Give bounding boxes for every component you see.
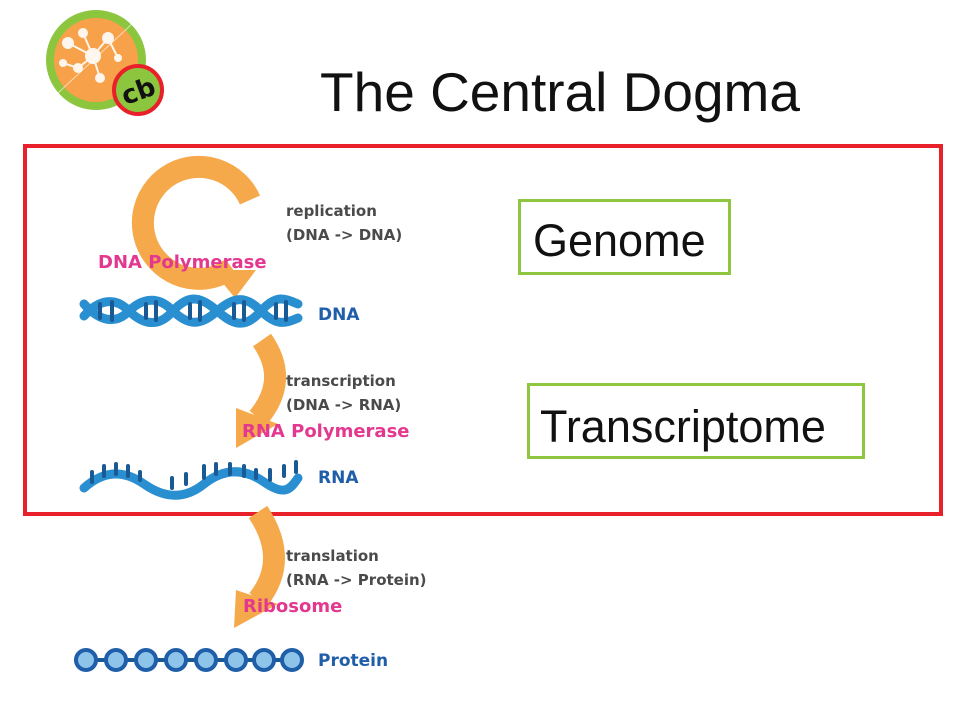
translation-arrow-icon xyxy=(234,505,285,628)
transcription-direction: (DNA -> RNA) xyxy=(286,396,401,414)
dna-polymerase-label: DNA Polymerase xyxy=(98,252,267,273)
replication-direction: (DNA -> DNA) xyxy=(286,226,402,244)
transcription-arrow-icon xyxy=(236,333,286,448)
rna-label: RNA xyxy=(318,468,359,488)
slide-title: The Central Dogma xyxy=(320,61,800,123)
rna-polymerase-label: RNA Polymerase xyxy=(242,421,410,442)
dna-helix-icon xyxy=(79,294,303,328)
translation-label: translation xyxy=(286,547,379,565)
dna-label: DNA xyxy=(318,305,360,325)
transcriptome-callout: Transcriptome xyxy=(527,383,865,459)
protein-label: Protein xyxy=(318,651,388,671)
transcription-label: transcription xyxy=(286,372,396,390)
protein-chain-icon xyxy=(74,648,304,672)
rna-strand-icon xyxy=(79,460,303,500)
replication-label: replication xyxy=(286,202,377,220)
ribosome-label: Ribosome xyxy=(243,596,342,617)
genome-callout: Genome xyxy=(518,199,731,275)
replication-arrow-icon xyxy=(131,155,261,298)
highlight-box xyxy=(23,144,943,516)
translation-direction: (RNA -> Protein) xyxy=(286,571,427,589)
logo-badge xyxy=(112,64,164,116)
cb-logo: cb xyxy=(46,10,164,116)
